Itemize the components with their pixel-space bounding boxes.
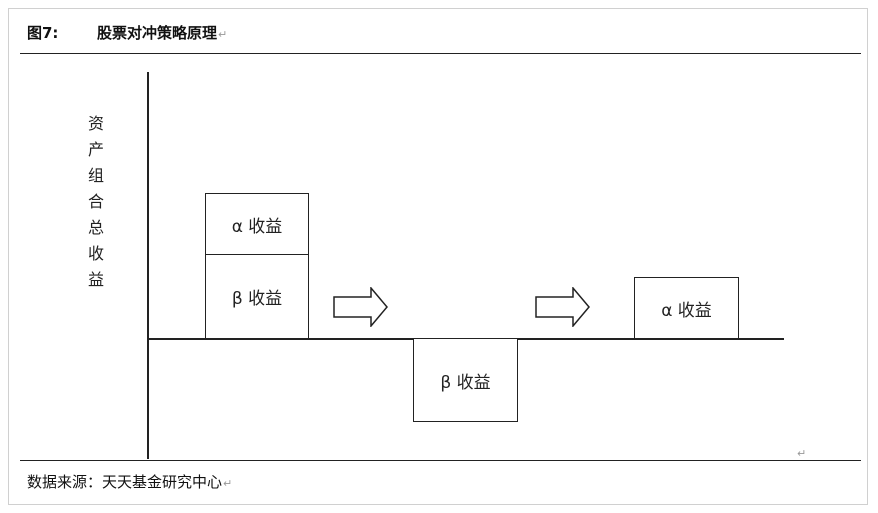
y-axis-label: 资产组合总收益 — [87, 114, 104, 289]
data-source-note: 数据来源：天天基金研究中心↵ — [27, 471, 232, 492]
right-arrow-icon — [333, 287, 388, 327]
alpha-return-box-stage1: α 收益 — [205, 193, 309, 256]
beta-return-label-stage2: β 收益 — [440, 372, 491, 393]
beta-return-box-stage2: β 收益 — [413, 338, 518, 422]
alpha-return-box-stage3: α 收益 — [634, 277, 739, 339]
return-mark-icon: ↵ — [223, 477, 233, 490]
return-mark-icon: ↵ — [797, 447, 807, 460]
alpha-return-label-stage3: α 收益 — [661, 300, 712, 321]
return-mark-icon: ↵ — [218, 28, 228, 41]
right-arrow-icon — [535, 287, 590, 327]
figure-frame — [8, 8, 868, 505]
bottom-rule — [20, 460, 861, 461]
alpha-return-label-stage1: α 收益 — [231, 217, 283, 237]
beta-return-label-stage1: β 收益 — [231, 289, 283, 309]
beta-return-box-stage1: β 收益 — [205, 254, 309, 339]
figure-title-text: 股票对冲策略原理 — [97, 24, 218, 42]
data-source-text: 数据来源：天天基金研究中心 — [27, 473, 223, 491]
top-rule — [20, 53, 861, 54]
y-axis — [147, 72, 149, 459]
figure-title: 图7: 股票对冲策略原理↵ — [27, 22, 227, 43]
figure-number: 图7: — [27, 24, 59, 42]
